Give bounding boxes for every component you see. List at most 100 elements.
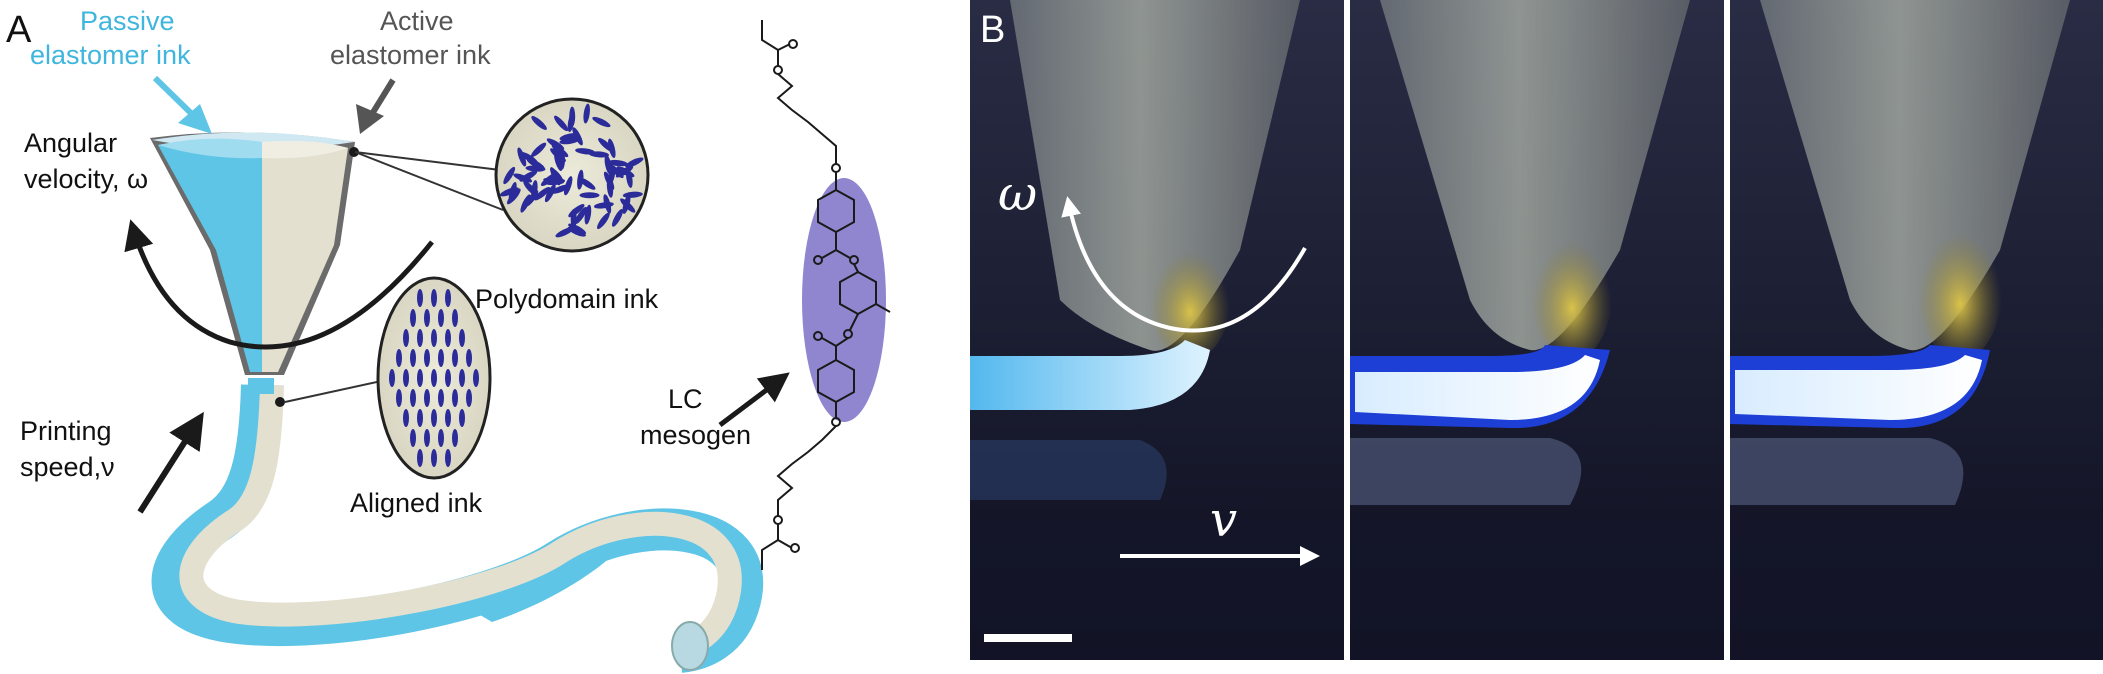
mesogen-molecule	[445, 369, 451, 387]
mesogen-molecule	[452, 389, 458, 407]
angular-velocity-label-line2: velocity, ω	[24, 164, 148, 194]
mesogen-molecule	[554, 115, 569, 132]
mesogen-molecule	[424, 349, 430, 367]
mesogen-molecule	[459, 329, 465, 347]
mesogen-molecule	[525, 190, 539, 207]
mesogen-molecule	[531, 142, 547, 157]
mesogen-molecule	[622, 191, 643, 198]
lc-mesogen-label-line2: mesogen	[640, 420, 751, 450]
printing-speed-label-line1: Printing	[20, 416, 112, 446]
mesogen-molecule	[603, 194, 612, 214]
mesogen-molecule	[438, 429, 444, 447]
mesogen-molecule	[431, 449, 437, 467]
omega-label: ω	[998, 166, 1037, 222]
mesogen-molecule	[417, 369, 423, 387]
mesogen-molecule	[607, 159, 628, 167]
mesogen-molecule	[403, 409, 409, 427]
mesogen-molecule	[410, 389, 416, 407]
mesogen-molecule	[625, 157, 644, 168]
lc-mesogen-arrow	[718, 372, 790, 427]
panel-a-diagram: A Passive elastomer ink Active elastomer…	[6, 6, 891, 673]
aligned-ink-ellipse	[376, 276, 492, 480]
mesogen-molecule	[438, 389, 444, 407]
mesogen-molecule	[534, 186, 551, 201]
mesogen-molecule	[431, 409, 437, 427]
mesogen-molecule	[424, 389, 430, 407]
mesogen-molecule	[466, 389, 472, 407]
lc-mesogen-structure	[761, 20, 891, 570]
mesogen-molecule	[604, 154, 612, 175]
photo-frame-2	[1350, 0, 1724, 660]
printed-filament	[151, 378, 764, 673]
mesogen-molecule	[551, 144, 569, 158]
mesogen-molecule	[525, 165, 546, 172]
mesogen-molecule	[545, 178, 566, 185]
mesogen-molecule	[424, 429, 430, 447]
photo-frame-1: ω v	[970, 0, 1344, 660]
mesogen-molecule	[608, 138, 616, 159]
mesogen-molecule	[606, 177, 614, 198]
mesogen-molecule	[410, 309, 416, 327]
mesogen-molecule	[452, 309, 458, 327]
mesogen-molecule	[417, 449, 423, 467]
mesogen-molecule	[445, 449, 451, 467]
mesogen-molecule	[517, 147, 527, 167]
lc-mesogen-ellipse	[802, 178, 886, 422]
nozzle-cone	[150, 132, 359, 375]
omega-rotation-arrow	[1061, 196, 1307, 333]
passive-ink-arrow	[152, 75, 212, 134]
mesogen-molecule	[583, 103, 590, 124]
mesogen-molecule	[554, 151, 563, 172]
mesogen-molecule	[459, 369, 465, 387]
passive-ink-label-line1: Passive	[80, 6, 175, 36]
mesogen-molecule	[575, 206, 587, 224]
printing-speed-label-line2: speed,ν	[20, 452, 115, 482]
active-ink-arrow	[356, 78, 396, 134]
angular-velocity-arrow	[124, 219, 434, 350]
mesogen-molecule	[445, 409, 451, 427]
panel-b-photos: ω v B	[970, 0, 2103, 674]
mesogen-molecule	[559, 133, 580, 141]
mesogen-molecule	[431, 329, 437, 347]
mesogen-molecule	[473, 369, 479, 387]
v-label: v	[1210, 492, 1237, 548]
mesogen-molecule	[575, 148, 596, 155]
panel-b-letter: B	[980, 9, 1005, 51]
mesogen-molecule	[417, 289, 423, 307]
mesogen-molecule	[431, 369, 437, 387]
mesogen-molecule	[396, 349, 402, 367]
mesogen-molecule	[452, 349, 458, 367]
mesogen-molecule	[410, 349, 416, 367]
mesogen-molecule	[452, 429, 458, 447]
mesogen-molecule	[578, 177, 596, 190]
polydomain-ink-label: Polydomain ink	[475, 284, 659, 314]
mesogen-molecule	[592, 116, 611, 128]
mesogen-molecule	[396, 389, 402, 407]
mesogen-molecule	[503, 166, 516, 185]
scale-bar	[984, 634, 1072, 642]
mesogen-molecule	[616, 166, 635, 178]
active-ink-label-line1: Active	[380, 6, 454, 36]
angular-velocity-label-line1: Angular	[24, 128, 117, 158]
mesogen-molecule	[597, 212, 610, 230]
mesogen-molecule	[611, 209, 624, 227]
mesogen-molecule	[563, 176, 573, 196]
mesogen-molecule	[555, 227, 574, 238]
mesogen-molecule	[410, 429, 416, 447]
mesogen-molecule	[579, 192, 600, 199]
mesogen-molecule	[431, 289, 437, 307]
mesogen-molecule	[389, 369, 395, 387]
aligned-ink-label: Aligned ink	[350, 488, 483, 518]
mesogen-molecule	[403, 329, 409, 347]
mesogen-molecule	[445, 289, 451, 307]
mesogen-molecule	[459, 409, 465, 427]
printing-speed-arrow	[137, 411, 204, 514]
mesogen-molecule	[499, 187, 519, 197]
mesogen-molecule	[438, 349, 444, 367]
mesogen-molecule	[544, 184, 556, 203]
mesogen-molecule	[569, 106, 576, 127]
mesogen-molecule	[568, 204, 585, 218]
mesogen-molecule	[445, 329, 451, 347]
photo-frame-3	[1730, 0, 2103, 660]
mesogen-molecule	[531, 116, 547, 130]
